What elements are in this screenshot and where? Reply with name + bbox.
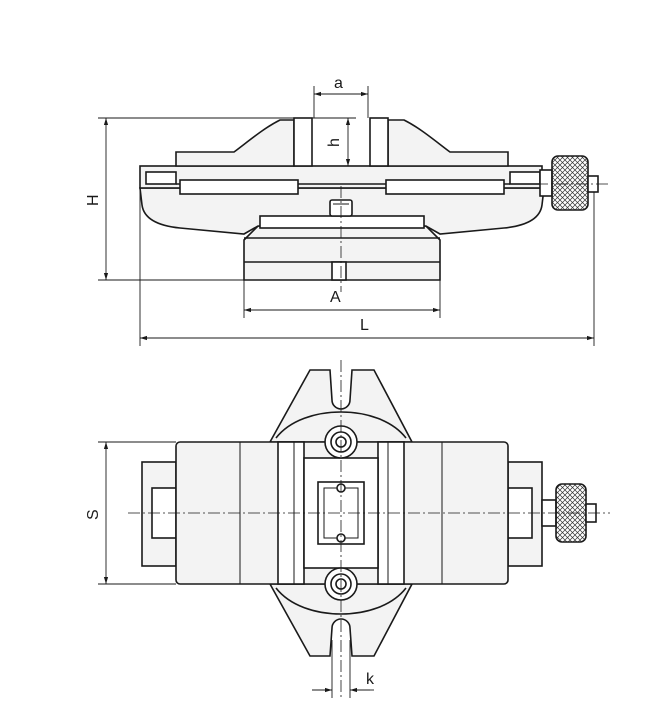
label-A: A	[330, 289, 341, 306]
dimension-k: k	[312, 640, 375, 698]
knurled-knob-side	[551, 155, 589, 211]
label-S: S	[85, 509, 102, 520]
label-a: a	[334, 75, 343, 92]
dimension-H: H	[85, 117, 294, 281]
swivel-base-top	[268, 369, 414, 443]
jaw-right	[387, 119, 509, 167]
label-h: h	[326, 138, 343, 147]
top-view	[128, 360, 610, 700]
spindle	[539, 169, 553, 197]
dimension-S: S	[85, 441, 176, 585]
jaw-left	[175, 119, 295, 167]
side-view	[139, 117, 610, 292]
jaw-plate-left	[293, 117, 313, 167]
dimension-A: A	[243, 280, 441, 318]
dimension-a: a	[313, 75, 369, 118]
dimension-L: L	[139, 188, 595, 346]
label-H: H	[85, 194, 102, 206]
dimension-h: h	[312, 117, 356, 167]
jaw-plate-right	[369, 117, 389, 167]
label-L: L	[360, 317, 369, 334]
label-k: k	[366, 671, 375, 688]
